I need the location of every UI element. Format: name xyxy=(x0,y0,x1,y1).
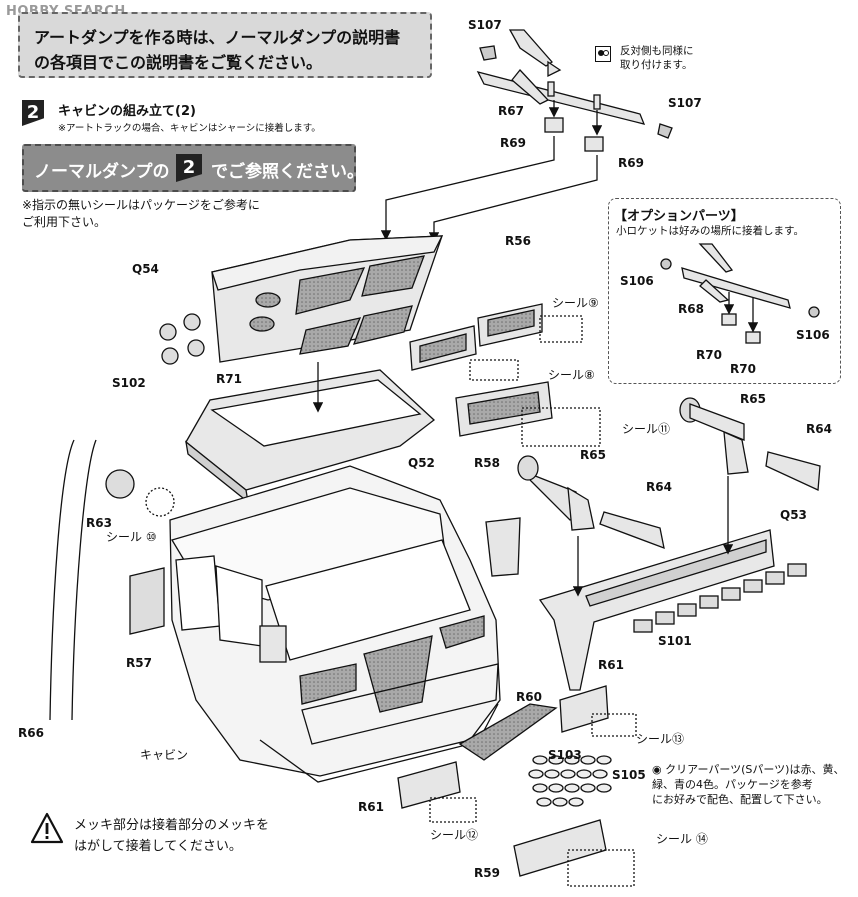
seal-label-8: シール⑧ xyxy=(548,368,595,382)
seal-label-9: シール⑨ xyxy=(552,296,599,310)
part-r69-left xyxy=(544,117,564,133)
seal-label-12: シール⑫ xyxy=(430,828,479,842)
reference-banner: ノーマルダンプの 2 でご参照ください。 xyxy=(22,144,364,192)
clear-parts-line-1: クリアーパーツ(Sパーツ)は赤、黄、 xyxy=(665,763,845,776)
label-q54: Q54 xyxy=(132,262,159,276)
panel-q54 xyxy=(211,235,444,363)
label-r66: R66 xyxy=(18,726,44,740)
rocket-r67 xyxy=(476,29,673,139)
part-r69-right xyxy=(584,136,604,152)
sticker-note-line-1: ※指示の無いシールはパッケージをご参考に xyxy=(22,198,260,212)
top-banner: アートダンプを作る時は、ノーマルダンプの説明書 の各項目でこの説明書をご覧くださ… xyxy=(18,12,432,78)
option-parts-note: 小ロケットは好みの場所に接着します。 xyxy=(616,225,804,237)
plating-warning-line-1: メッキ部分は接着部分のメッキを xyxy=(74,818,270,833)
option-parts-box xyxy=(608,198,841,384)
clear-parts-line-3: にお好みで配色、配置して下さい。 xyxy=(652,793,828,806)
plate-r57 xyxy=(129,567,165,635)
label-s106-right: S106 xyxy=(796,328,830,342)
seal-label-13: シール⑬ xyxy=(636,732,685,746)
label-r64-left: R64 xyxy=(646,480,672,494)
label-r57: R57 xyxy=(126,656,152,670)
cabin xyxy=(169,465,521,783)
seal-label-10: シール ⑩ xyxy=(106,530,157,544)
lamp-r61-upper xyxy=(559,685,609,733)
option-parts-title: 【オプションパーツ】 xyxy=(614,205,744,224)
top-banner-line-1: アートダンプを作る時は、ノーマルダンプの説明書 xyxy=(34,28,401,47)
seal-label-14: シール ⑭ xyxy=(656,832,708,846)
clear-parts-note: ◉ クリアーパーツ(Sパーツ)は赤、黄、 緑、青の4色。パッケージを参考 にお好… xyxy=(652,762,852,807)
roof-q52 xyxy=(185,369,436,504)
label-q52: Q52 xyxy=(408,456,435,470)
seal-11-area xyxy=(521,407,601,447)
label-s101: S101 xyxy=(658,634,692,648)
label-r61-lower: R61 xyxy=(358,800,384,814)
label-r60: R60 xyxy=(516,690,542,704)
top-banner-line-2: の各項目でこの説明書をご覧ください。 xyxy=(34,53,323,72)
label-r70-left: R70 xyxy=(696,348,722,362)
reference-banner-suffix: でご参照ください。 xyxy=(211,162,364,182)
label-s106-left: S106 xyxy=(620,274,654,288)
grille-r60 xyxy=(458,703,558,761)
mirror-note-line-1: 反対側も同様に xyxy=(620,45,694,57)
warning-triangle-icon xyxy=(30,812,64,844)
horns xyxy=(517,397,821,550)
label-r67: R67 xyxy=(498,104,524,118)
sticker-note-line-2: ご利用下さい。 xyxy=(22,215,107,229)
label-s102: S102 xyxy=(112,376,146,390)
label-s107-left: S107 xyxy=(468,18,502,32)
label-r70-right: R70 xyxy=(730,362,756,376)
label-r64-right: R64 xyxy=(806,422,832,436)
lights-s101 xyxy=(633,563,807,633)
label-r58: R58 xyxy=(474,456,500,470)
mirror-note: 反対側も同様に 取り付けます。 xyxy=(620,44,694,72)
label-r59: R59 xyxy=(474,866,500,880)
label-r69-left: R69 xyxy=(500,136,526,150)
label-cabin: キャビン xyxy=(140,748,189,762)
seal-8-area xyxy=(469,359,519,381)
seal-10-area xyxy=(145,487,175,517)
seal-12-area xyxy=(429,797,477,823)
label-r65-left: R65 xyxy=(580,448,606,462)
sticker-note: ※指示の無いシールはパッケージをご参考に ご利用下さい。 xyxy=(22,197,260,231)
label-s103: S103 xyxy=(548,748,582,762)
label-s105: S105 xyxy=(612,768,646,782)
label-r56: R56 xyxy=(505,234,531,248)
mirror-note-line-2: 取り付けます。 xyxy=(620,59,693,71)
bumper-q53 xyxy=(538,529,775,691)
seal-14-area xyxy=(567,849,635,887)
lamp-r61-lower xyxy=(397,761,461,809)
label-s107-right: S107 xyxy=(668,96,702,110)
rail-r66 xyxy=(49,439,97,721)
clear-parts-line-2: 緑、青の4色。パッケージを参考 xyxy=(652,778,813,791)
lamps-r56 xyxy=(409,303,543,371)
label-r71: R71 xyxy=(216,372,242,386)
seal-13-area xyxy=(591,713,637,737)
reference-banner-prefix: ノーマルダンプの xyxy=(34,162,170,182)
label-r65-right: R65 xyxy=(740,392,766,406)
label-r69-right: R69 xyxy=(618,156,644,170)
lamp-r59 xyxy=(513,819,607,877)
rocket-r68 xyxy=(660,243,820,344)
clear-parts-bullet: ◉ xyxy=(652,763,662,776)
label-r61-upper: R61 xyxy=(598,658,624,672)
step-title: キャビンの組み立て(2) xyxy=(58,104,196,119)
seal-9-area xyxy=(539,315,583,343)
lights-s102 xyxy=(159,313,205,365)
lamp-r63 xyxy=(105,469,135,499)
label-r68: R68 xyxy=(678,302,704,316)
plating-warning-line-2: はがして接着してください。 xyxy=(74,839,242,854)
lights-s103-s105 xyxy=(528,755,612,807)
step-note: ※アートトラックの場合、キャビンはシャーシに接着します。 xyxy=(58,123,321,134)
label-q53: Q53 xyxy=(780,508,807,522)
label-r63: R63 xyxy=(86,516,112,530)
mirror-side-icon xyxy=(595,46,611,62)
seal-label-11: シール⑪ xyxy=(622,422,671,436)
step-number-badge: 2 xyxy=(22,100,44,126)
plating-warning: メッキ部分は接着部分のメッキを はがして接着してください。 xyxy=(74,815,269,857)
